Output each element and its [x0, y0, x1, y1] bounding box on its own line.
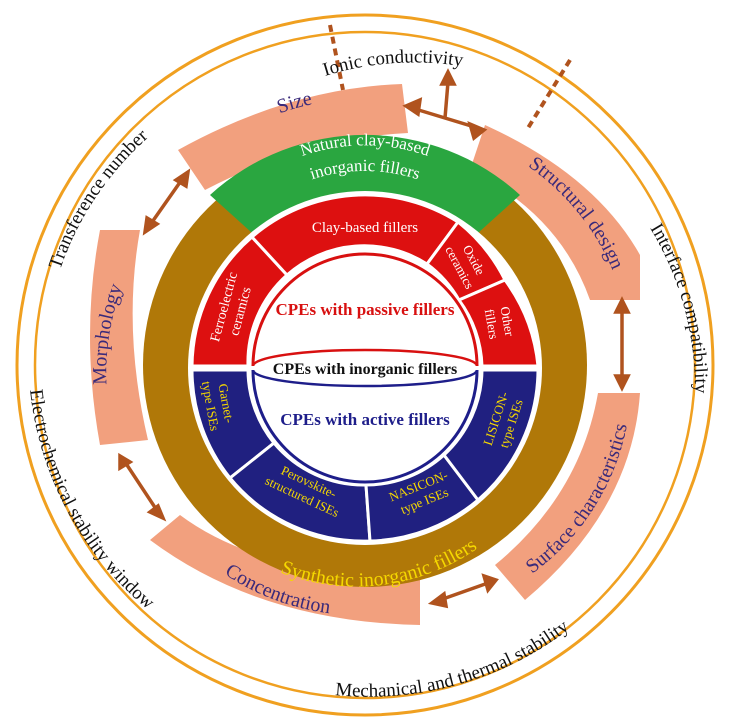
label-interface-compatibility: Interface compatibility [646, 220, 711, 394]
center-divider-red [251, 348, 479, 367]
center-inorganic-label: CPEs with inorganic fillers [273, 361, 457, 378]
segment-lisicon [441, 368, 540, 503]
factor-box-surface-characteristics [495, 393, 640, 600]
other-label-line2: fillers [482, 308, 502, 340]
center-red-arc [251, 252, 479, 367]
garnet-label-line1: Garnet- [216, 382, 238, 424]
label-ionic-conductivity: Ionic conductivity [320, 46, 465, 80]
center-circle [252, 255, 478, 481]
clay-based-label: Clay-based fillers [312, 220, 418, 236]
segment-other [456, 278, 540, 368]
center-active-label: CPEs with active fillers [280, 410, 450, 429]
other-label-line1: Other [497, 305, 517, 337]
factor-box-structural-design [470, 125, 640, 300]
factor-box-morphology [90, 230, 148, 445]
label-mechanical-thermal: Mechanical and thermal stability [335, 616, 573, 702]
center-divider-blue [251, 369, 479, 388]
outer-ring-inner [33, 30, 697, 700]
center-blue-arc [251, 369, 479, 484]
factor-box-size [178, 84, 408, 190]
outer-ring [15, 13, 715, 717]
center-passive-label: CPEs with passive fillers [276, 300, 455, 319]
dashed-divider-right [526, 58, 572, 130]
arrows [118, 68, 631, 609]
